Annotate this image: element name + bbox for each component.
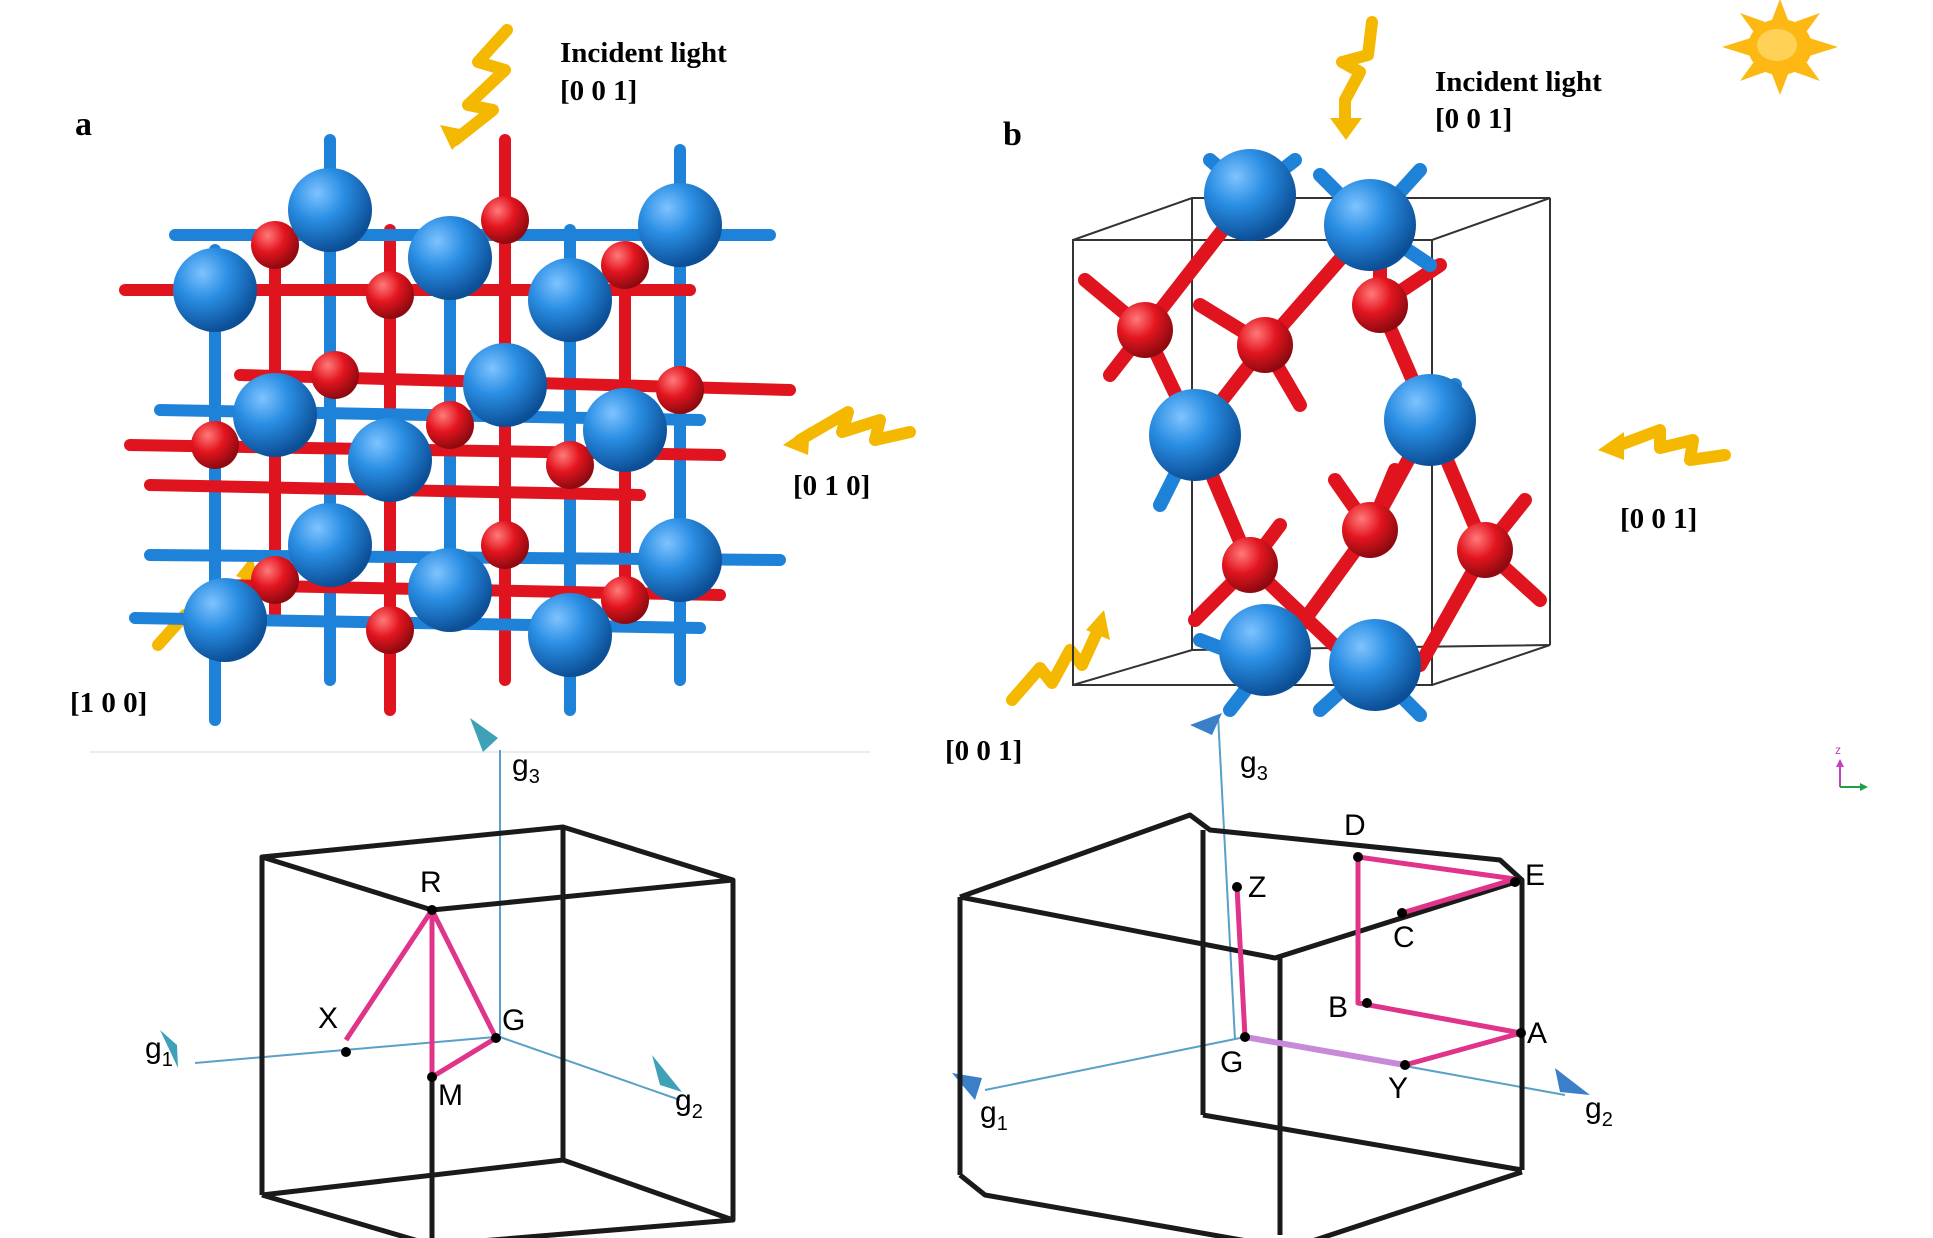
panel-b-label: b [1003,116,1022,153]
bz-a-point-R: R [420,866,442,899]
direction-label-b-top: [0 0 1] [1435,103,1512,135]
bz-b-point-A: A [1527,1017,1547,1050]
bz-a-point-G: G [502,1004,525,1037]
axis-arrowhead-icon [652,1055,682,1092]
lightning-arrow-icon [1330,16,1378,140]
lightning-arrow-icon [1006,610,1110,706]
bz-a-axis-g2-sub: 2 [692,1101,703,1123]
direction-label-a-top: [0 0 1] [560,75,637,107]
lightning-arrow-icon [440,24,513,150]
panel-a-label: a [75,106,92,143]
axis-arrowhead-icon [1190,713,1222,735]
panel-b: b Incident light [0 0 1] [945,0,1868,1238]
lightning-arrow-icon [1598,424,1731,466]
incident-light-label-b: Incident light [1435,66,1602,98]
bz-b-axis-g3: g [1240,746,1257,779]
svg-text:g1: g1 [980,1096,1008,1135]
bz-a-point-M: M [438,1079,463,1112]
bz-b-point-Z: Z [1248,871,1266,904]
svg-text:g2: g2 [675,1084,703,1123]
svg-text:g2: g2 [1585,1092,1613,1131]
svg-text:g3: g3 [512,749,540,788]
bz-b-axis-g1: g [980,1096,997,1129]
path-segment-G-Y [1244,1034,1406,1068]
bz-b-axis-g3-sub: 3 [1257,763,1268,785]
bz-a-point-X: X [318,1002,338,1035]
bz-b-axis-g2: g [1585,1092,1602,1125]
incident-light-label-a: Incident light [560,37,727,69]
bz-b-point-E: E [1525,859,1545,892]
orthorhombic-crystal-structure [1078,149,1547,722]
bz-b-point-B: B [1328,991,1348,1024]
bz-b-point-G: G [1220,1046,1243,1079]
axis-arrowhead-icon [470,718,498,752]
axis-arrowhead-icon [160,1030,178,1068]
bz-b-point-D: D [1344,809,1366,842]
bz-a-axis-g1-sub: 1 [162,1049,173,1071]
svg-text:g3: g3 [1240,746,1268,785]
bz-b-point-C: C [1393,921,1415,954]
lightning-arrow-icon [783,406,916,455]
bz-a-axis-g1: g [145,1032,162,1065]
bz-a-axis-g3: g [512,749,529,782]
axis-arrowhead-icon [1555,1068,1590,1095]
brillouin-zone-b: D E Z C B A G Y g3 g1 g2 [952,713,1613,1238]
panel-a: a Incident light [0 0 1] [0 1 0] [1 0 0] [70,24,916,1238]
bz-b-axis-g1-sub: 1 [997,1113,1008,1135]
bz-a-axis-g2: g [675,1084,692,1117]
direction-label-b-left: [0 0 1] [945,735,1022,767]
direction-label-a-right: [0 1 0] [793,470,870,502]
direction-label-b-right: [0 0 1] [1620,503,1697,535]
sun-icon [1722,0,1838,95]
axis-arrowhead-icon [952,1073,982,1100]
axis-triad-z-label: z [1835,743,1841,757]
direction-label-a-left: [1 0 0] [70,687,147,719]
brillouin-zone-a: R X G M g3 g1 g2 [145,718,736,1238]
axis-triad-icon: z [1835,743,1868,791]
svg-text:g1: g1 [145,1032,173,1071]
bz-a-axis-g3-sub: 3 [529,766,540,788]
cubic-crystal-structure [119,134,796,726]
bz-b-axis-g2-sub: 2 [1602,1109,1613,1131]
bz-b-point-Y: Y [1388,1072,1408,1105]
